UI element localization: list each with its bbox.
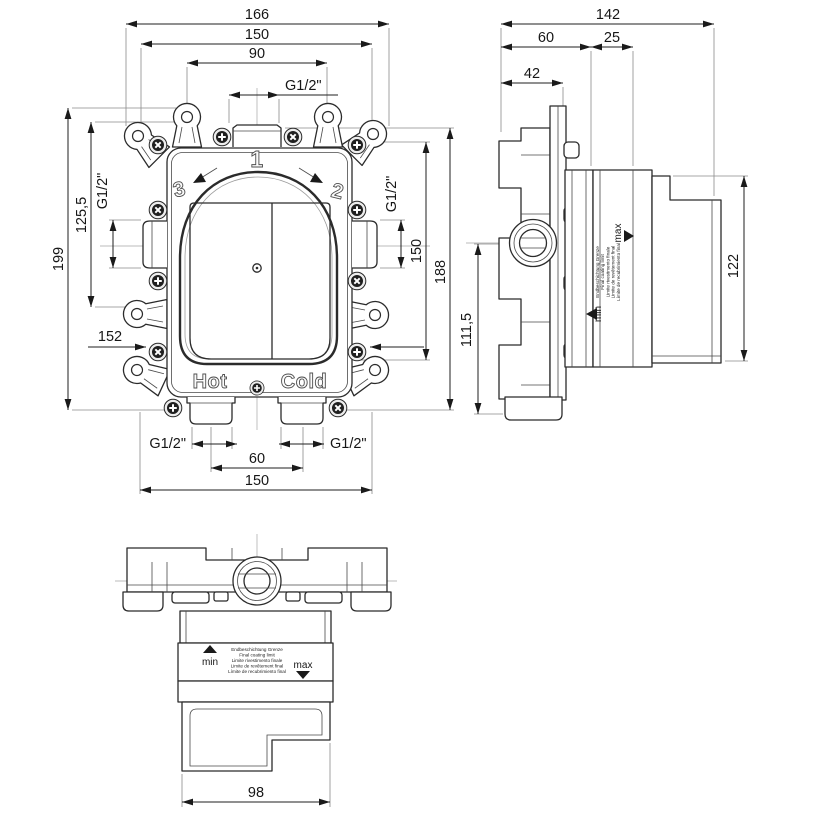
dim-top-thread: G1/2" <box>285 78 322 94</box>
min-label-side: min <box>593 306 604 322</box>
bottom-view: min Endbeschichtung Grenze Final coating… <box>115 534 397 807</box>
dim-top-hole-spacing: 90 <box>249 46 265 62</box>
plaster-depth-label-side: Endbeschichtung Grenze Final coating lim… <box>586 224 634 322</box>
svg-text:Final coating limit: Final coating limit <box>239 653 275 658</box>
max-label-bottom: max <box>294 660 313 671</box>
bottom-dimensions: 98 <box>182 785 330 806</box>
side-dimensions: 142 60 25 42 122 111,5 <box>459 7 748 414</box>
dim-right-thread: G1/2" <box>384 176 400 213</box>
svg-text:Limite rivestimento finale: Limite rivestimento finale <box>605 246 610 297</box>
side-inlet-port <box>508 218 558 268</box>
svg-text:Límite de recubrimiento final: Límite de recubrimiento final <box>228 669 286 674</box>
max-label-side: max <box>613 224 624 243</box>
housing-band <box>177 680 334 703</box>
min-arrow-side <box>586 308 597 320</box>
dim-lower-ear-spacing: 152 <box>98 329 122 345</box>
hot-inlet-port <box>186 397 236 425</box>
front-view: 1 3 2 Hot Cold 166 150 90 G1/2" 199 125 <box>51 7 454 494</box>
dim-overall-height: 199 <box>51 247 67 271</box>
dim-lower-height: 111,5 <box>459 313 475 347</box>
svg-text:Limite de revêtement final: Limite de revêtement final <box>611 246 616 299</box>
cartridge-cover-plate <box>189 202 331 360</box>
svg-text:Final coating limit: Final coating limit <box>600 254 605 290</box>
dim-side-port-offset: 125,5 <box>74 197 90 233</box>
dim-cartridge-depth: 25 <box>604 30 620 46</box>
dim-overall-depth: 142 <box>596 7 620 23</box>
dim-bottom-port-spacing: 60 <box>249 451 265 467</box>
bottom-housing-block <box>181 701 331 772</box>
dim-left-thread: G1/2" <box>95 173 111 210</box>
hot-label: Hot <box>193 371 228 393</box>
top-outlet-port <box>232 124 282 147</box>
dim-bottom-left-thread: G1/2" <box>149 436 186 452</box>
svg-text:Limite rivestimento finale: Limite rivestimento finale <box>232 658 283 663</box>
dim-overall-port-height: 188 <box>433 260 449 284</box>
port-number-1: 1 <box>250 146 263 172</box>
dim-bracket-depth: 42 <box>524 66 540 82</box>
right-side-port <box>352 220 378 269</box>
max-arrow-bottom <box>296 671 310 679</box>
svg-text:Límite de recubrimiento final: Límite de recubrimiento final <box>616 243 621 301</box>
svg-text:Endbeschichtung Grenze: Endbeschichtung Grenze <box>595 246 600 298</box>
direction-arrow-3 <box>193 167 218 183</box>
port-number-2: 2 <box>329 179 346 204</box>
valve-body-side <box>564 169 594 368</box>
center-mark <box>252 263 262 273</box>
min-label-bottom: min <box>202 657 218 668</box>
port-number-3: 3 <box>171 177 188 202</box>
housing-neck <box>179 610 332 644</box>
direction-arrow-2 <box>298 167 323 183</box>
top-port-bottom-view <box>232 556 282 606</box>
svg-text:Endbeschichtung Grenze: Endbeschichtung Grenze <box>231 647 283 652</box>
cold-inlet-port <box>277 397 327 425</box>
left-side-port <box>142 220 167 269</box>
min-arrow-bottom <box>203 645 217 653</box>
cartridge-housing: Endbeschichtung Grenze Final coating lim… <box>586 169 653 368</box>
dim-bottom-right-thread: G1/2" <box>330 436 367 452</box>
front-dimensions: 166 150 90 G1/2" 199 125,5 G1/2" 152 G1/… <box>51 7 454 494</box>
svg-text:Limite de revêtement final: Limite de revêtement final <box>231 664 284 669</box>
plaster-depth-label-bottom: min Endbeschichtung Grenze Final coating… <box>177 642 334 682</box>
side-view: Endbeschichtung Grenze Final coating lim… <box>459 7 748 421</box>
dim-overall-width: 166 <box>245 7 269 23</box>
dim-housing-width: 98 <box>248 785 264 801</box>
dim-body-height: 150 <box>409 239 425 263</box>
dim-front-depth: 60 <box>538 30 554 46</box>
dim-bottom-mount-width: 150 <box>245 473 269 489</box>
dim-housing-height: 122 <box>726 254 742 278</box>
dim-mount-width: 150 <box>245 27 269 43</box>
rear-housing-block <box>651 175 722 364</box>
max-arrow-side <box>624 230 634 242</box>
valve-opening <box>178 170 339 366</box>
wall-bracket <box>498 127 551 413</box>
bracket-foot <box>504 396 563 421</box>
cold-label: Cold <box>281 371 327 393</box>
valve-body-flange <box>166 147 353 398</box>
